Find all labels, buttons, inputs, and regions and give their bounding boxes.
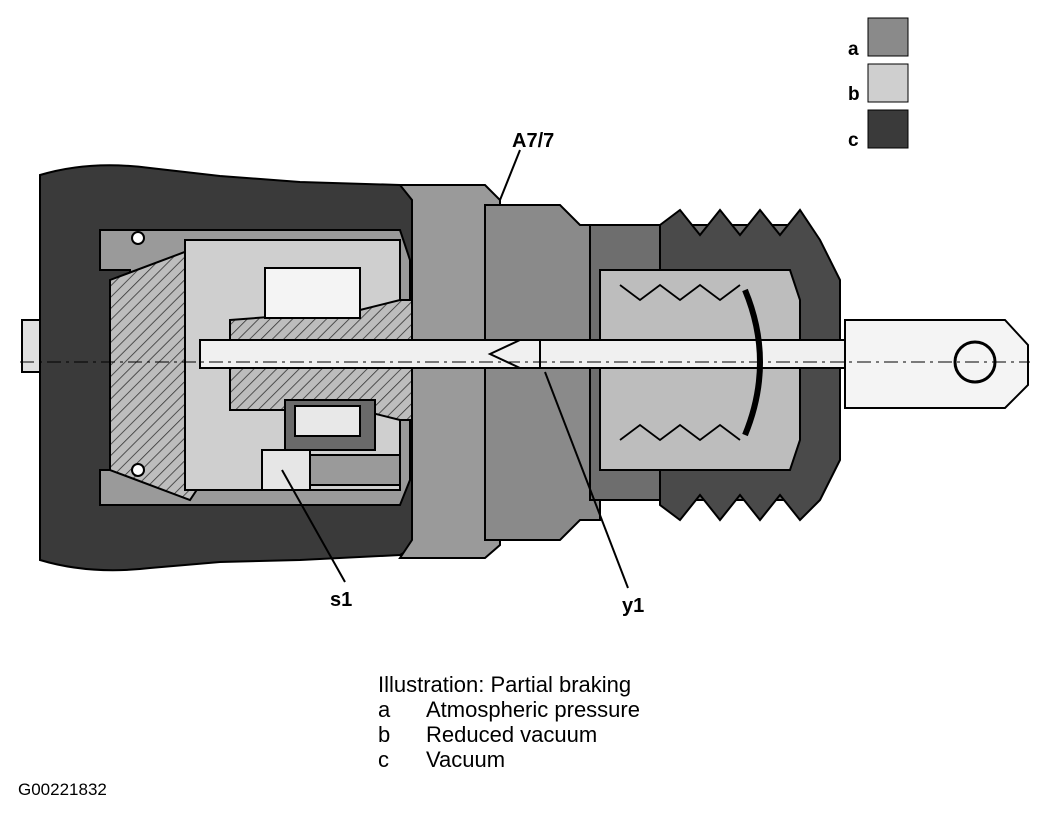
caption-item-c: c Vacuum (378, 747, 640, 772)
callouts: A7/7 s1 y1 (281, 130, 644, 617)
caption-text-a: Atmospheric pressure (426, 697, 640, 722)
legend-item-a: a (848, 17, 909, 60)
caption-text-b: Reduced vacuum (426, 722, 598, 747)
legend: a b c (848, 17, 909, 151)
figure-caption: Illustration: Partial braking a Atmosphe… (378, 672, 640, 772)
label-a77: A7/7 (512, 130, 554, 152)
figure-id: G00221832 (18, 780, 107, 799)
label-y1: y1 (622, 595, 644, 617)
legend-key-a: a (848, 39, 859, 60)
mid-housing (484, 204, 601, 541)
bolt-bottom (131, 463, 145, 477)
caption-key-b: b (378, 722, 391, 747)
caption-key-c: c (378, 747, 389, 772)
diaphragm-ring (742, 288, 763, 437)
booster-cutaway (20, 164, 1030, 572)
springs-bottom (619, 423, 741, 442)
caption-item-a: a Atmospheric pressure (378, 697, 640, 722)
switch-body (261, 449, 311, 491)
caption-text-c: Vacuum (426, 747, 506, 772)
switch-housing (309, 454, 401, 486)
caption-title: Illustration: Partial braking (378, 672, 632, 697)
legend-item-c: c (848, 109, 909, 151)
central-collar (397, 184, 501, 559)
label-s1: s1 (330, 589, 352, 611)
legend-swatch-a (867, 17, 909, 57)
legend-key-c: c (848, 130, 859, 151)
legend-swatch-b (867, 63, 909, 103)
caption-key-a: a (378, 697, 391, 722)
legend-key-b: b (848, 84, 860, 105)
clevis (844, 319, 1029, 409)
inner-window (294, 405, 361, 437)
caption-item-b: b Reduced vacuum (378, 722, 640, 747)
upper-window (264, 267, 361, 319)
callout-line-y1 (544, 371, 629, 589)
bolt-top (131, 231, 145, 245)
legend-swatch-c (867, 109, 909, 149)
callout-line-s1 (281, 469, 346, 583)
legend-item-b: b (848, 63, 909, 105)
callout-line-a77 (499, 149, 521, 201)
springs-top (619, 283, 741, 302)
push-rod-tip (487, 339, 541, 369)
